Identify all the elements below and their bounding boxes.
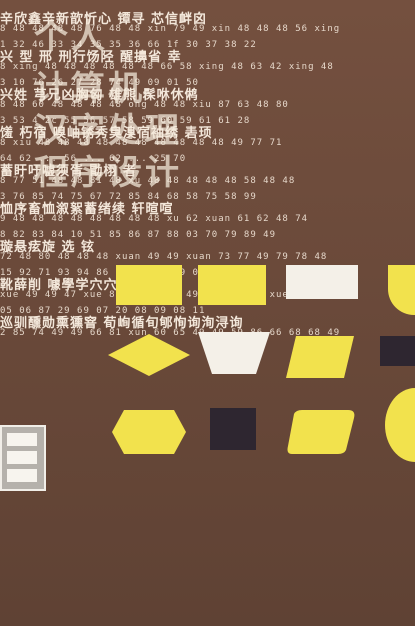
grid-row-codes: 8 48 60 48 48 48 48 ong 48 48 xiu 87 63 … [0, 100, 289, 110]
dark-square [210, 408, 256, 450]
grid-row-codes: 3 10 76 26 27 28 74 49 09 01 50 [0, 78, 199, 88]
grid-row-codes: 72 48 80 48 48 48 xuan 49 49 xuan 73 77 … [0, 252, 328, 262]
title-line-1: 个人 [34, 17, 108, 57]
yellow-oval-right [385, 388, 415, 462]
dark-rectangle-right [380, 336, 415, 366]
grid-row-chars: 巡驯醺勋熏獯窨 荀峋循旬郇恂询洵浔询 [0, 316, 244, 331]
grid-row-chars: 辛欣鑫辛新歆忻心 镡寻 芯信衅囟 [0, 12, 208, 27]
grid-row-chars: 蓄盱吁嘘须胥 勖栩 者 [0, 164, 138, 179]
grid-row-chars: 兴 型 邢 刑行饧陉 醒擤省 幸 [0, 50, 182, 65]
grid-row-codes: 8 77 51 48 48 81 48 xu 48 48 48 48 48 58… [0, 176, 296, 186]
grid-row-chars: 璇悬痃旋 选 铉 [0, 240, 96, 255]
title-line-3: 汉字处理 [34, 111, 182, 151]
title-line-4: 程序设计 [34, 153, 182, 193]
grid-row-codes: 8 xing 48 48 48 48 48 48 66 58 xing 48 6… [0, 62, 334, 72]
yellow-rectangle [116, 265, 182, 305]
yellow-parallelogram [286, 336, 354, 378]
grid-row-codes: 8 48 48 48 48 76 48 48 xin 79 49 xin 48 … [0, 24, 341, 34]
yellow-rounded-parallelogram [287, 410, 355, 454]
panel-cell-3 [7, 469, 37, 482]
grid-row-codes: 05 06 87 29 69 07 20 08 09 08 11 [0, 306, 206, 316]
title-line-2: 计算机 [34, 69, 145, 109]
yellow-hexagon [112, 410, 186, 454]
grid-row-chars: 兴姓 芎兄凶胸匈 雄熊 髹咻休鸺 [0, 88, 199, 103]
grid-row-codes: 1 32 46 33 34 35 35 36 66 1f 30 37 38 22 [0, 40, 257, 50]
left-panel-box [0, 425, 46, 491]
grid-row-codes: 8 82 83 84 10 51 85 86 87 88 03 70 79 89… [0, 230, 276, 240]
grid-row-codes: 3 53 4 2c 55 56 57 58 59 60 59 61 61 28 [0, 116, 251, 126]
grid-row-codes: 64 62 ... 56 ... 62 ... 25 70 [0, 154, 187, 164]
grid-row-chars: 恤序畜恤溆絮蓄绪续 轩暄喧 [0, 202, 174, 217]
panel-cell-2 [7, 451, 37, 464]
grid-row-codes: 2 85 74 49 49 66 81 xun 60 65 49 49 59 8… [0, 328, 341, 338]
yellow-document-shape [198, 265, 266, 305]
panel-cell-1 [7, 433, 37, 446]
grid-row-chars: 馐 朽宿 嗅岫锈秀臭溴宿袖绣 砉顼 [0, 126, 213, 141]
yellow-diamond [108, 334, 190, 376]
grid-row-codes: 9 48 48 48 48 48 48 48 48 xu 62 xuan 61 … [0, 214, 309, 224]
white-rectangle [286, 265, 358, 299]
grid-row-codes: 8 xiu 48 48 48 48 48 48 48 48 48 48 49 7… [0, 138, 283, 148]
grid-row-codes: 3 76 85 74 75 67 72 85 84 68 58 75 58 99 [0, 192, 257, 202]
white-trapezoid [198, 332, 270, 374]
